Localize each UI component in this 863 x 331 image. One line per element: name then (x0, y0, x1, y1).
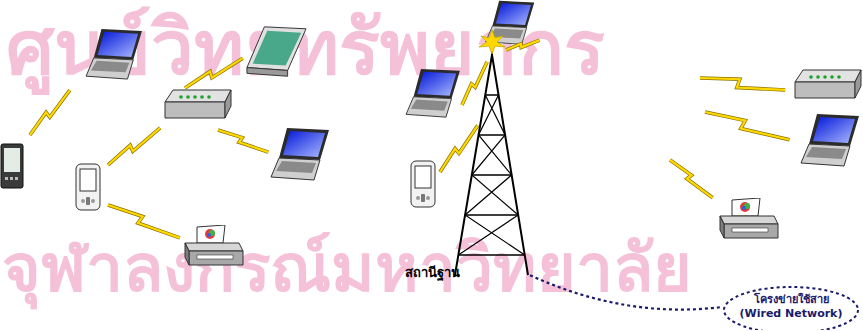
tower-bracing (458, 95, 524, 255)
wireless-bolt (106, 125, 162, 167)
scanner-icon (247, 27, 306, 76)
pda-icon (411, 161, 435, 207)
wired-network-cloud: โครงข่ายใช้สาย (Wired Network) (722, 284, 860, 330)
tower-legs (455, 44, 528, 275)
tablet-icon (1, 144, 23, 188)
ellipse-text: โครงข่ายใช้สาย (Wired Network) (736, 284, 846, 330)
laptop-icon (801, 114, 859, 166)
wireless-bolt (704, 108, 791, 144)
wireless-bolt (106, 201, 181, 241)
access-point-icon (165, 90, 231, 118)
base-station-tower (455, 44, 528, 275)
wireless-bolt (668, 158, 714, 200)
wireless-bolt (217, 127, 270, 154)
laptop-icon (271, 128, 329, 180)
base-station-label: สถานีฐาน (405, 262, 460, 283)
pda-icon (76, 164, 100, 210)
base-station-node: สถานีฐาน (405, 40, 530, 285)
signal-burst (479, 30, 505, 54)
tower-rungs (458, 95, 524, 255)
printer-icon (720, 198, 778, 238)
wireless-bolt (460, 61, 489, 107)
network-label: โครงข่ายใช้สาย (Wired Network) (736, 293, 846, 321)
laptop-icon (406, 69, 460, 117)
wireless-bolt (184, 55, 245, 91)
wired-link (530, 275, 722, 309)
wireless-bolt (699, 74, 785, 94)
ellipse-outline (724, 287, 858, 330)
watermark-text: จุฬาลงกรณ์มหาวิทยาลัย (2, 236, 692, 302)
printer-icon (185, 225, 243, 265)
wireless-bolt (438, 123, 480, 173)
wireless-bolt (28, 88, 72, 137)
access-point-icon (795, 70, 861, 98)
wireless-bolt (506, 38, 541, 51)
laptop-icon (86, 29, 142, 79)
